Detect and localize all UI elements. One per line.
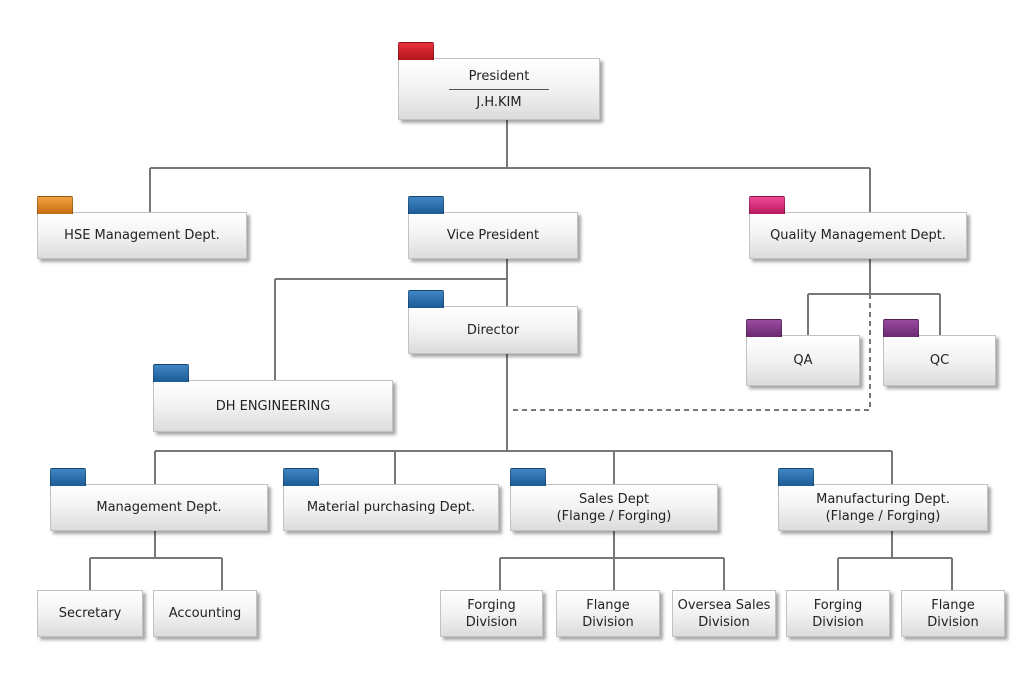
sales-forging-line2: Division <box>465 614 518 630</box>
dashed-connector-quality-director <box>511 294 871 411</box>
sales-dept-label-line2: (Flange / Forging) <box>556 508 672 524</box>
sales-forging-division-box[interactable]: Forging Division <box>440 590 543 637</box>
quality-management-box[interactable]: Quality Management Dept. <box>749 196 967 259</box>
connector-sales-children <box>499 531 725 590</box>
connector-president-level1 <box>149 120 871 212</box>
mfg-flange-line2: Division <box>927 614 979 630</box>
accounting-label: Accounting <box>168 606 242 621</box>
dh-engineering-box[interactable]: DH ENGINEERING <box>153 364 393 432</box>
qa-box[interactable]: QA <box>746 319 860 386</box>
mfg-flange-line1: Flange <box>931 597 975 613</box>
manufacturing-dept-label-line1: Manufacturing Dept. <box>816 491 950 507</box>
blue-tab-marker <box>408 290 444 308</box>
blue-tab-marker <box>408 196 444 214</box>
mfg-flange-division-box[interactable]: Flange Division <box>901 590 1005 637</box>
connector-quality-qa-qc <box>807 258 941 335</box>
quality-management-label: Quality Management Dept. <box>770 228 946 243</box>
president-box[interactable]: President J.H.KIM <box>398 42 600 120</box>
purple-tab-marker <box>883 319 919 337</box>
secretary-label: Secretary <box>58 606 122 621</box>
pink-tab-marker <box>749 196 785 214</box>
material-purchasing-box[interactable]: Material purchasing Dept. <box>283 468 499 531</box>
president-title: President <box>449 68 549 90</box>
president-name: J.H.KIM <box>476 94 522 110</box>
oversea-sales-line1: Oversea Sales <box>677 597 771 613</box>
purple-tab-marker <box>746 319 782 337</box>
mfg-forging-division-box[interactable]: Forging Division <box>786 590 890 637</box>
management-dept-label: Management Dept. <box>96 500 222 515</box>
qa-label: QA <box>793 353 813 368</box>
connector-management-children <box>89 531 223 590</box>
red-tab-marker <box>398 42 434 60</box>
sales-dept-box[interactable]: Sales Dept (Flange / Forging) <box>510 468 718 531</box>
secretary-box[interactable]: Secretary <box>37 590 143 637</box>
director-label: Director <box>466 322 520 338</box>
mfg-forging-line2: Division <box>812 614 864 630</box>
accounting-box[interactable]: Accounting <box>153 590 257 637</box>
blue-tab-marker <box>778 468 814 486</box>
orange-tab-marker <box>37 196 73 214</box>
vice-president-box[interactable]: Vice President <box>408 196 578 259</box>
connector-director-departments <box>154 354 893 484</box>
oversea-sales-line2: Division <box>698 614 750 630</box>
director-box[interactable]: Director <box>408 290 578 354</box>
connector-manufacturing-children <box>837 531 953 590</box>
sales-forging-line1: Forging <box>467 597 516 613</box>
mfg-forging-line1: Forging <box>813 597 863 613</box>
management-dept-box[interactable]: Management Dept. <box>50 468 268 531</box>
hse-management-box[interactable]: HSE Management Dept. <box>37 196 247 259</box>
qc-box[interactable]: QC <box>883 319 996 386</box>
blue-tab-marker <box>153 364 189 382</box>
manufacturing-dept-label-line2: (Flange / Forging) <box>825 508 941 524</box>
vice-president-label: Vice President <box>446 228 540 243</box>
blue-tab-marker <box>50 468 86 486</box>
sales-flange-division-box[interactable]: Flange Division <box>556 590 660 637</box>
qc-label: QC <box>929 353 950 368</box>
hse-management-label: HSE Management Dept. <box>64 228 220 243</box>
blue-tab-marker <box>283 468 319 486</box>
dh-engineering-label: DH ENGINEERING <box>215 398 331 414</box>
blue-tab-marker <box>510 468 546 486</box>
sales-flange-line1: Flange <box>586 597 630 613</box>
sales-flange-line2: Division <box>582 614 634 630</box>
manufacturing-dept-box[interactable]: Manufacturing Dept. (Flange / Forging) <box>778 468 988 531</box>
connector-vp-level2 <box>274 258 508 380</box>
oversea-sales-division-box[interactable]: Oversea Sales Division <box>672 590 776 637</box>
sales-dept-label-line1: Sales Dept <box>578 491 650 507</box>
material-purchasing-label: Material purchasing Dept. <box>306 500 476 515</box>
